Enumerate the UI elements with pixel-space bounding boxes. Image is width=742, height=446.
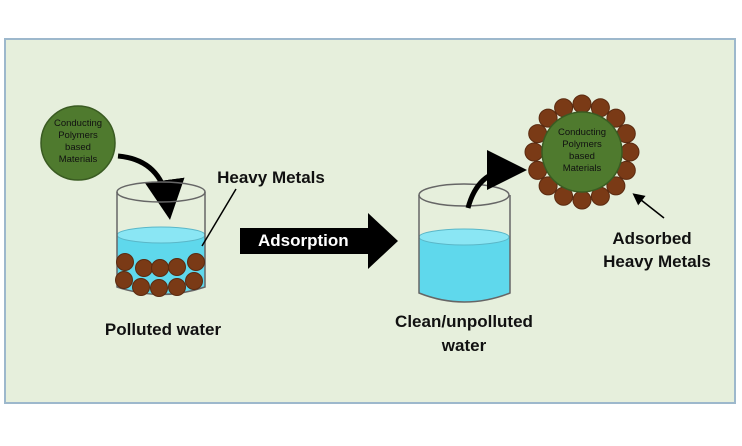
polymer-circle-right bbox=[541, 111, 623, 193]
adsorption-label: Adsorption bbox=[258, 231, 349, 250]
adsorbed-metal-particle bbox=[538, 176, 558, 196]
adsorbed-metal-particle bbox=[538, 108, 558, 128]
curved-arrow-right bbox=[465, 150, 527, 209]
adsorbed-metal-particle bbox=[606, 176, 626, 196]
polymer-label-left: Conducting Polymers based Materials bbox=[53, 118, 103, 165]
curved-arrow-left bbox=[117, 153, 185, 220]
heavy-metals-pointer bbox=[201, 188, 237, 247]
metal-particles-beaker bbox=[115, 253, 205, 297]
adsorbed-metal-particle bbox=[572, 190, 592, 210]
heavy-metals-label: Heavy Metals bbox=[217, 168, 325, 187]
beaker-clean bbox=[418, 183, 511, 303]
adsorbed-metals-label-line1: Adsorbed bbox=[612, 229, 692, 248]
polymer-circle-left bbox=[40, 105, 116, 181]
polymer-label-right: Conducting Polymers based Materials bbox=[557, 127, 607, 174]
clean-water-label-line2: water bbox=[441, 336, 487, 355]
adsorbed-metals-label-line2: Heavy Metals bbox=[603, 252, 711, 271]
adsorbed-pointer bbox=[632, 193, 665, 219]
polluted-water-label: Polluted water bbox=[104, 320, 222, 339]
adsorbed-metal-particle bbox=[524, 142, 544, 162]
adsorbed-metal-particle bbox=[620, 142, 640, 162]
clean-water-label-line1: Clean/unpolluted bbox=[395, 312, 533, 331]
adsorbed-metal-particle bbox=[606, 108, 626, 128]
adsorption-arrow bbox=[240, 213, 398, 269]
adsorbed-metal-particle bbox=[572, 94, 592, 114]
